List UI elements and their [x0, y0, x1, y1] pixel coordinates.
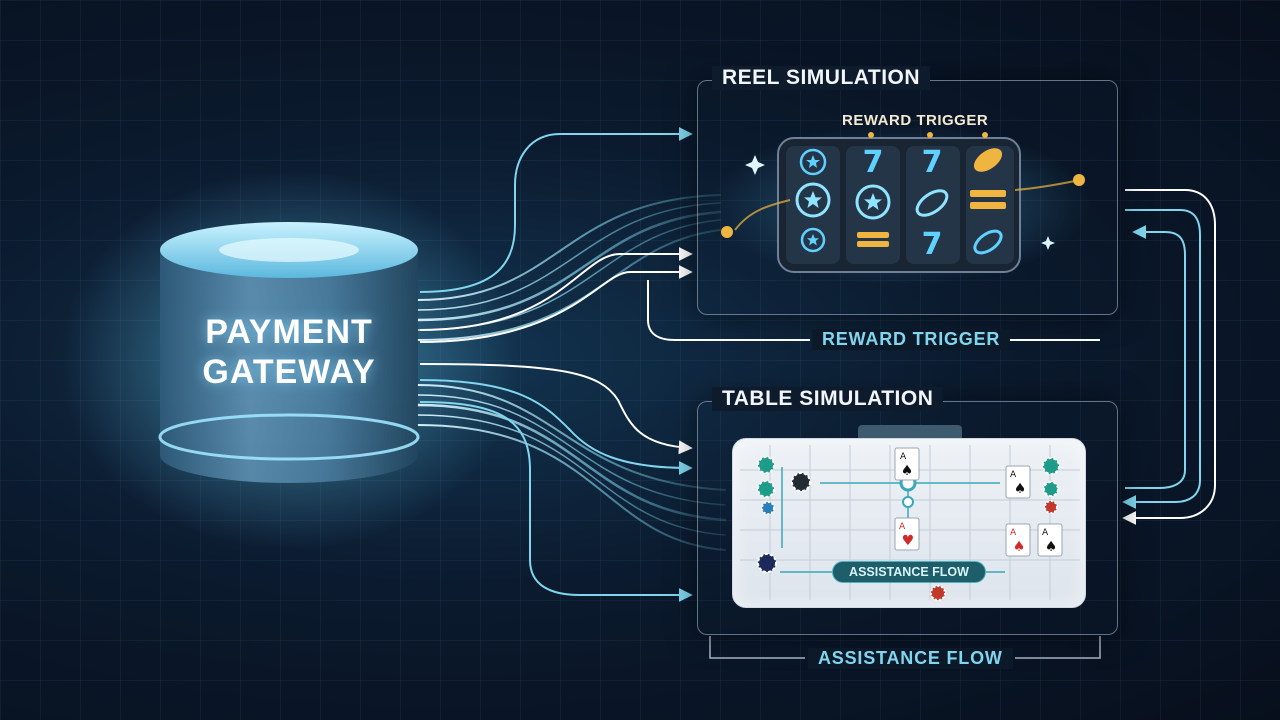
chip-icon — [973, 229, 1003, 255]
star-icon — [799, 148, 827, 176]
reel-machine — [721, 132, 1085, 273]
playing-card: A ♠ — [1005, 523, 1031, 557]
reel-input-arrows — [419, 127, 693, 343]
seven-icon: 7 — [922, 145, 943, 180]
card-rank: A — [1010, 470, 1017, 480]
chip-icon — [757, 553, 777, 573]
star-icon — [795, 182, 831, 218]
playing-card: A ♠ — [1037, 523, 1063, 557]
seven-icon: 7 — [863, 145, 884, 180]
table-assistance-flow-pill: ASSISTANCE FLOW — [832, 561, 986, 583]
database-cylinder — [158, 222, 420, 483]
heart-icon: ♥ — [902, 533, 915, 549]
playing-card: A ♠ — [1005, 465, 1031, 499]
playing-card: A ♠ — [894, 447, 920, 481]
table-header-tab — [858, 425, 962, 439]
chip-icon — [791, 472, 811, 492]
spade-icon: ♠ — [1045, 539, 1058, 555]
chip-icon — [930, 585, 946, 601]
seven-icon: 7 — [922, 227, 943, 262]
star-icon — [855, 184, 891, 220]
gateway-line-2: GATEWAY — [202, 353, 376, 391]
assistance-flow-label: ASSISTANCE FLOW — [808, 648, 1013, 669]
beams-to-table — [416, 384, 727, 551]
card-rank: A — [1042, 528, 1049, 538]
chip-stack-icon — [757, 456, 775, 515]
card-rank: A — [899, 522, 906, 532]
chip-icon — [915, 189, 949, 217]
spade-icon: ♠ — [901, 463, 914, 479]
spade-icon: ♠ — [1013, 539, 1026, 555]
gold-bars-icon — [970, 190, 1006, 209]
card-rank: A — [1010, 528, 1017, 538]
chip-stack-icon — [1042, 457, 1060, 514]
reel-simulation-title: REEL SIMULATION — [712, 66, 931, 90]
gold-coin-icon — [973, 148, 1003, 172]
spade-icon: ♠ — [1014, 481, 1027, 497]
chip-icon — [902, 496, 914, 508]
table-input-arrows — [419, 363, 693, 602]
star-icon — [800, 227, 826, 253]
reel-reward-trigger-label: REWARD TRIGGER — [842, 112, 989, 129]
table-connectors — [780, 467, 1005, 573]
card-rank: A — [900, 452, 907, 462]
feedback-loops — [1122, 189, 1216, 525]
playing-card: A ♥ — [894, 517, 920, 551]
gold-bars-icon — [857, 232, 889, 247]
reward-trigger-loop — [647, 280, 1100, 341]
gateway-line-1: PAYMENT — [205, 313, 373, 351]
reward-trigger-flow-label: REWARD TRIGGER — [812, 329, 1011, 350]
assistance-flow-bracket — [709, 636, 1101, 659]
table-simulation-title: TABLE SIMULATION — [712, 387, 944, 411]
payment-gateway-label: PAYMENT GATEWAY — [160, 312, 418, 392]
